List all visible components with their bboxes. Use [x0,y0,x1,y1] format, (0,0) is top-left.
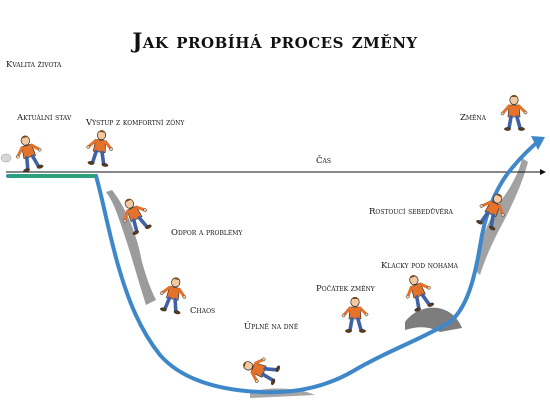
stage-label-chaos: Chaos [190,306,216,316]
figure-start-of-change [340,295,370,335]
stage-label-growing-confidence: Rostoucí sebedůvěra [369,207,453,217]
stage-label-resistance: Odpor a problémy [171,228,243,238]
time-axis-arrowhead [540,169,546,175]
figure-change-achieved [499,93,529,133]
figure-chaos [154,272,192,317]
stage-label-leaving-comfort-zone: Výstup z komfortní zóny [86,118,185,128]
stage-label-current-state: Aktuální stav [17,113,72,123]
obstacle-rock [405,307,462,332]
figure-falling-edge [82,126,117,170]
cliff-rock-left [106,190,156,305]
x-axis-label: Čas [316,156,331,166]
stage-label-start-of-change: Počátek změny [316,284,375,294]
diagram-title: Jak probíhá proces změny [132,28,418,53]
figure-running [9,130,48,176]
stage-label-rock-bottom: Úplně na dně [244,322,299,332]
figure-rock-bottom [237,350,284,391]
stage-label-change: Změna [460,113,487,123]
y-axis-label: Kvalita života [6,60,62,70]
change-curve-arrowhead [531,136,545,150]
cliff-rock-right [475,158,528,275]
dust-cloud [0,153,12,163]
stage-label-obstacles: Klacky pod nohama [381,261,458,271]
figure-obstacles [398,269,439,316]
